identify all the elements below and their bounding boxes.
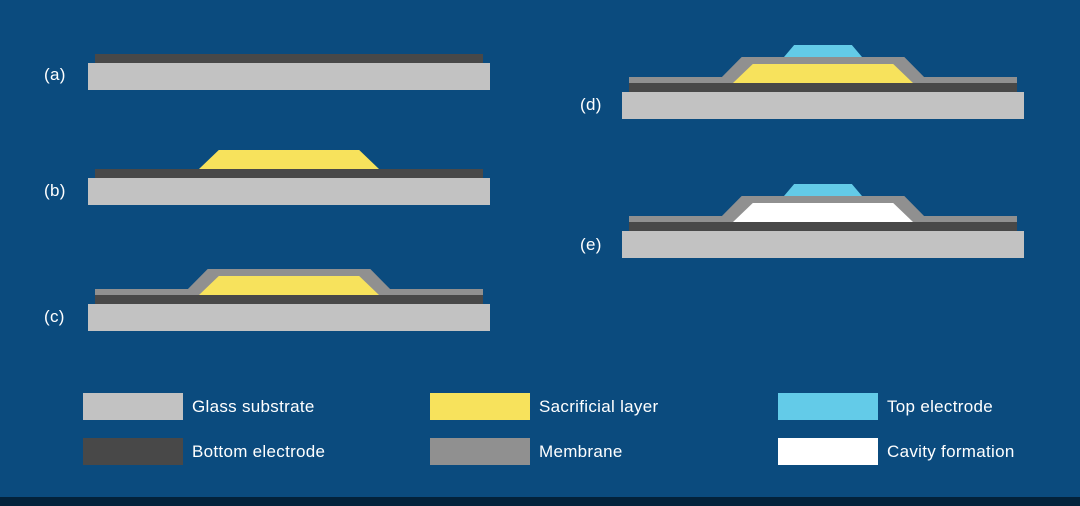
step-c-diagram	[88, 251, 490, 331]
legend-label: Glass substrate	[192, 397, 315, 416]
glass-substrate-layer	[622, 92, 1024, 119]
cavity-layer	[733, 203, 913, 222]
legend-item-cavity-formation: Cavity formation	[778, 438, 1015, 465]
bottom-electrode-layer	[95, 169, 483, 178]
legend-swatch-glass-substrate	[83, 393, 183, 420]
step-label-d: (d)	[580, 95, 602, 114]
bottom-electrode-layer	[95, 54, 483, 63]
glass-substrate-layer	[622, 231, 1024, 258]
legend-label: Bottom electrode	[192, 442, 326, 461]
bottom-electrode-layer	[629, 83, 1017, 92]
bottom-electrode-layer	[95, 295, 483, 304]
step-e-diagram	[622, 178, 1024, 258]
step-b-diagram	[88, 125, 490, 205]
sacrificial-layer	[199, 150, 379, 169]
glass-substrate-layer	[88, 63, 490, 90]
step-label-b: (b)	[44, 181, 66, 200]
step-label-e: (e)	[580, 235, 602, 254]
sacrificial-layer	[199, 276, 379, 295]
step-d-diagram	[622, 39, 1024, 119]
sacrificial-layer	[733, 64, 913, 83]
legend-item-glass-substrate: Glass substrate	[83, 393, 315, 420]
bottom-electrode-layer	[629, 222, 1017, 231]
glass-substrate-layer	[88, 304, 490, 331]
footer-strip	[0, 497, 1080, 506]
legend-label: Sacrificial layer	[539, 397, 659, 416]
step-label-c: (c)	[44, 307, 65, 326]
legend-item-membrane: Membrane	[430, 438, 623, 465]
legend-swatch-bottom-electrode	[83, 438, 183, 465]
legend-label: Top electrode	[887, 397, 993, 416]
legend-item-bottom-electrode: Bottom electrode	[83, 438, 325, 465]
legend-swatch-sacrificial-layer	[430, 393, 530, 420]
step-a-diagram	[88, 10, 490, 90]
top-electrode-layer	[784, 45, 862, 57]
legend-swatch-membrane	[430, 438, 530, 465]
legend-swatch-top-electrode	[778, 393, 878, 420]
step-label-a: (a)	[44, 65, 66, 84]
legend-label: Cavity formation	[887, 442, 1015, 461]
legend-item-sacrificial-layer: Sacrificial layer	[430, 393, 658, 420]
legend-swatch-cavity-formation	[778, 438, 878, 465]
glass-substrate-layer	[88, 178, 490, 205]
legend-item-top-electrode: Top electrode	[778, 393, 993, 420]
legend-label: Membrane	[539, 442, 623, 461]
top-electrode-layer	[784, 184, 862, 196]
